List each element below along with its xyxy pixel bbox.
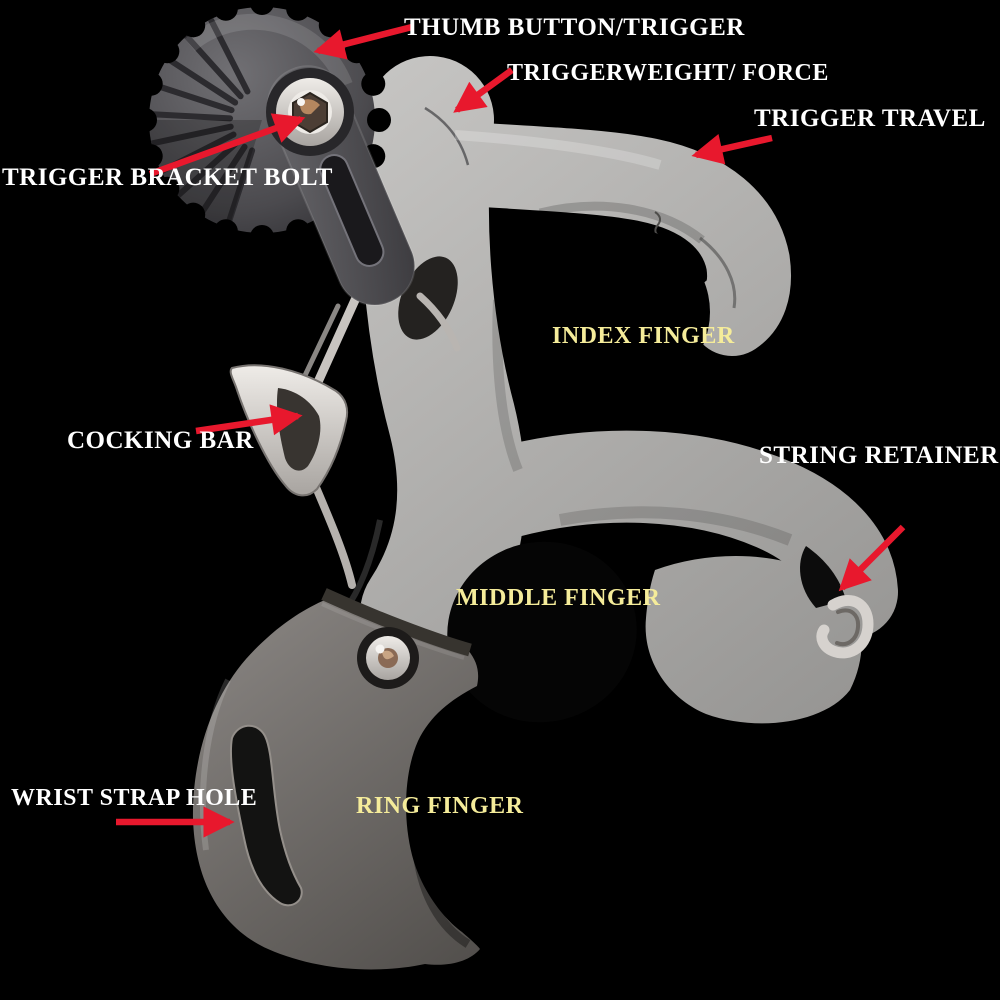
arrow-trigger-travel [691,133,773,165]
label-string-retainer: STRING RETAINER [759,442,999,469]
label-trigger-bracket-bolt: TRIGGER BRACKET BOLT [2,164,333,191]
lower-handle [192,588,480,970]
label-wrist-strap-hole: WRIST STRAP HOLE [11,785,258,811]
bracket-slot [319,154,385,267]
trigger-bracket-bolt [266,68,354,156]
index-finger-opening [530,226,710,398]
body-trunk [360,56,526,678]
label-middle-finger: MIDDLE FINGER [456,585,661,611]
string-retainer-hook [800,546,874,659]
wrist-strap-hole-slot [229,724,303,907]
body-lobe [645,556,862,724]
label-thumb-button-trigger: THUMB BUTTON/TRIGGER [404,14,745,41]
label-trigger-travel: TRIGGER TRAVEL [754,105,986,132]
label-trigger-weight-force: TRIGGERWEIGHT/ FORCE [507,60,829,86]
label-cocking-bar: COCKING BAR [67,427,254,454]
index-finger-hook [396,120,791,356]
arrow-cocking-bar [195,404,303,436]
middle-bulge [462,430,898,638]
arrow-trigger-bracket-bolt [148,113,306,178]
arrow-string-retainer [838,524,906,592]
middle-finger-recess [447,541,637,723]
thumb-wheel [133,0,391,249]
trigger-linkage [297,256,461,589]
label-ring-finger: RING FINGER [356,793,524,819]
arrow-thumb-button [313,23,413,60]
arrow-trigger-weight [453,67,514,113]
pivot-screw [357,627,419,689]
label-index-finger: INDEX FINGER [552,323,735,349]
